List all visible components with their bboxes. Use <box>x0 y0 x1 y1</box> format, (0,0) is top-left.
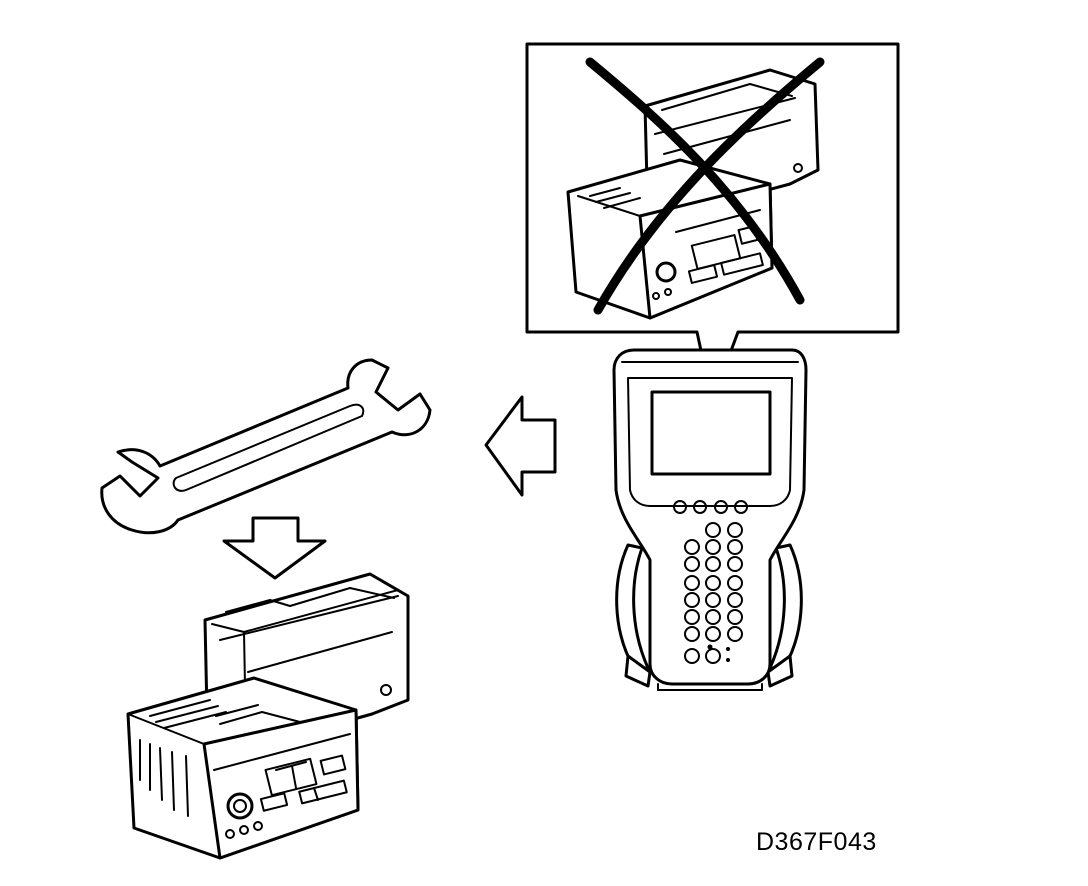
figure-code-label: D367F043 <box>756 828 877 856</box>
keypad <box>684 522 743 664</box>
arrow-down-icon <box>222 516 327 580</box>
radio-unit-icon <box>126 572 410 860</box>
wrench-icon <box>100 358 432 535</box>
cross-out-icon <box>585 57 825 315</box>
radio-unit-crossed <box>566 57 825 320</box>
scan-tool-icon <box>612 348 808 691</box>
arrow-left-icon <box>484 395 557 497</box>
